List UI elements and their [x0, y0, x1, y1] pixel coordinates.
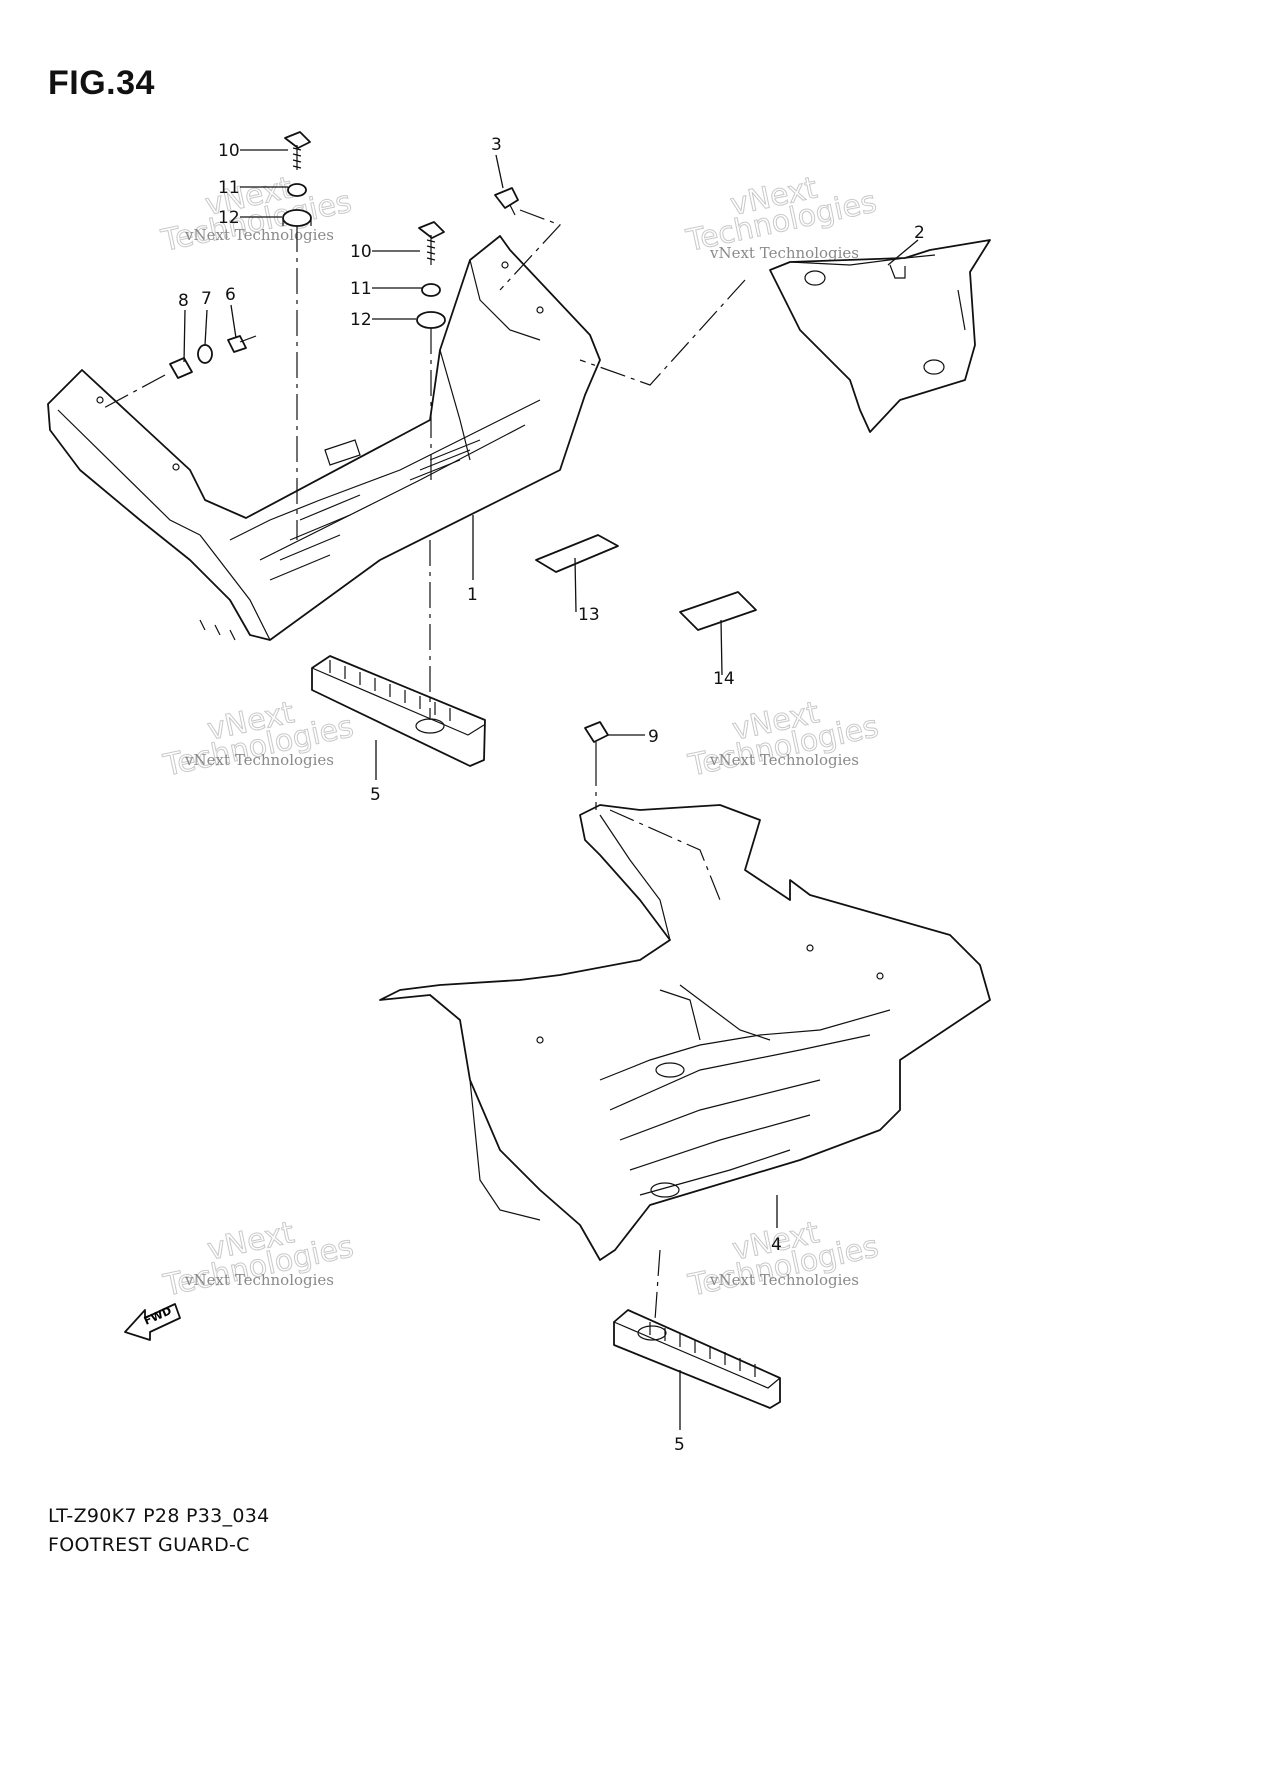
callout-10: 10: [350, 242, 372, 262]
leader-lines: [183, 149, 919, 1430]
fastener-group-8-7-6: [169, 335, 257, 379]
figure-title: FIG.34: [48, 64, 155, 102]
callout-1: 1: [467, 585, 478, 605]
clip-3: [494, 187, 519, 216]
callout-9: 9: [648, 727, 659, 747]
callout-5: 5: [674, 1435, 685, 1455]
fastener-stack-right: [416, 221, 446, 329]
watermark-text: vNext Technologies: [184, 226, 334, 244]
callout-labels: 10 11 12 10 11 12 3 2 8 7 6 1 13 14 5 9 …: [178, 135, 925, 1455]
callout-11: 11: [218, 178, 240, 198]
callout-7: 7: [201, 289, 212, 309]
watermark-text: vNext Technologies: [184, 751, 334, 769]
watermark-text: vNext Technologies: [709, 244, 859, 262]
forward-direction-arrow: FWD: [124, 1303, 181, 1341]
watermark-text: vNext Technologies: [709, 1271, 859, 1289]
callout-6: 6: [225, 285, 236, 305]
model-code: LT-Z90K7 P28 P33_034: [48, 1505, 270, 1527]
callout-14: 14: [713, 669, 735, 689]
pad-13: [535, 534, 619, 573]
footrest-pad-5-upper: [311, 655, 486, 767]
callout-4: 4: [771, 1235, 782, 1255]
callout-2: 2: [914, 223, 925, 243]
footrest-guard-lower: [379, 804, 991, 1261]
watermark-text: vNext Technologies: [709, 751, 859, 769]
callout-3: 3: [491, 135, 502, 155]
callout-5: 5: [370, 785, 381, 805]
footrest-pad-5-lower: [613, 1309, 781, 1409]
assembly-lines: [99, 209, 746, 1321]
callout-12: 12: [218, 208, 240, 228]
callout-12: 12: [350, 310, 372, 330]
footrest-guard-upper: [47, 235, 601, 641]
clip-9: [584, 721, 609, 760]
callout-13: 13: [578, 605, 600, 625]
cover-part-2: [769, 239, 991, 433]
fastener-stack-left: [282, 131, 312, 227]
figure-name: FOOTREST GUARD-C: [48, 1534, 250, 1556]
pad-14: [679, 591, 757, 631]
callout-10: 10: [218, 141, 240, 161]
watermark-text: vNext Technologies: [184, 1271, 334, 1289]
callout-11: 11: [350, 279, 372, 299]
callout-8: 8: [178, 291, 189, 311]
